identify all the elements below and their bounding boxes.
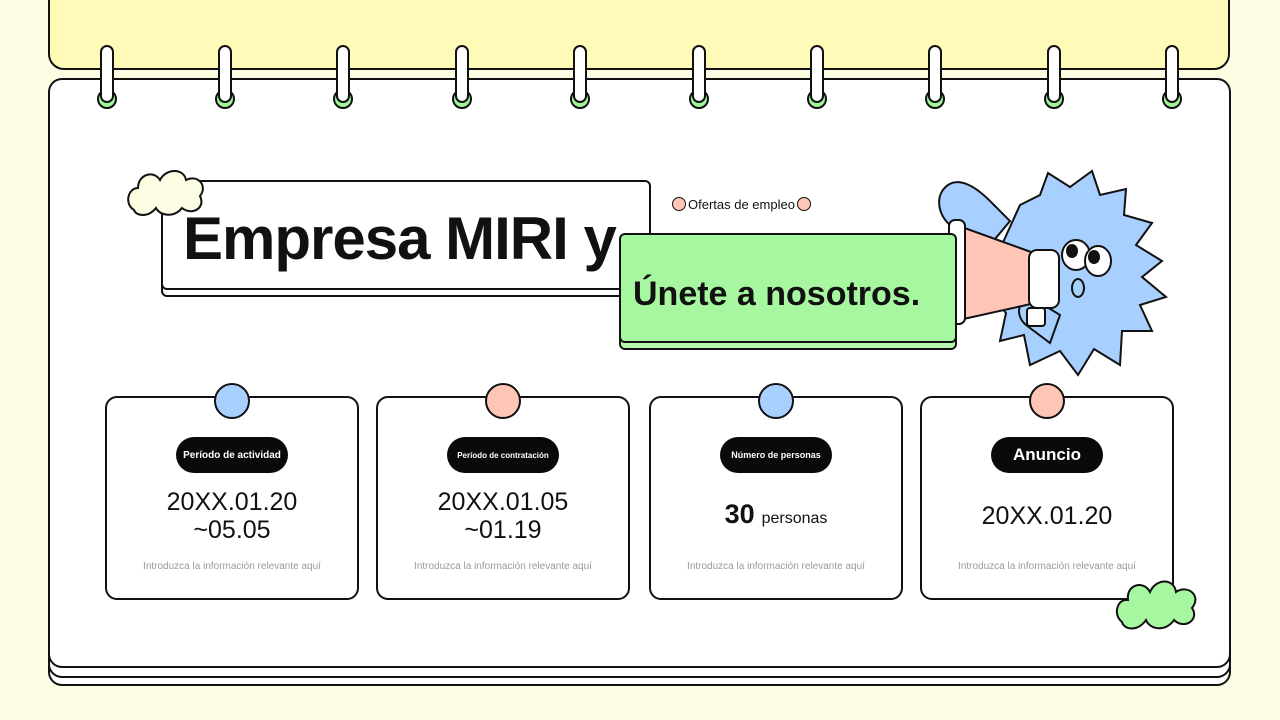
tag-label: Ofertas de empleo bbox=[688, 196, 795, 212]
info-card-announcement: Anuncio 20XX.01.20 Introduzca la informa… bbox=[920, 383, 1174, 600]
card-value-line1: 20XX.01.20 bbox=[981, 502, 1113, 530]
info-card-activity-period: Período de actividad 20XX.01.20 ~05.05 I… bbox=[105, 383, 359, 600]
card-headcount-value: 30 personas bbox=[651, 500, 901, 533]
card-note: Introduzca la información relevante aquí bbox=[414, 561, 592, 572]
binder-ring bbox=[1165, 45, 1179, 103]
card-pin bbox=[758, 383, 794, 419]
card-pin bbox=[1029, 383, 1065, 419]
card-value-line1: 20XX.01.05 bbox=[437, 488, 569, 516]
headcount-number: 30 bbox=[724, 499, 755, 529]
top-panel bbox=[48, 0, 1230, 70]
binder-ring bbox=[218, 45, 232, 103]
card-value-line2: ~01.19 bbox=[464, 516, 542, 544]
card-label: Anuncio bbox=[991, 437, 1103, 473]
info-card-headcount: Número de personas 30 personas Introduzc… bbox=[649, 383, 903, 600]
binder-ring bbox=[336, 45, 350, 103]
card-label: Período de actividad bbox=[176, 437, 288, 473]
job-offers-tag: Ofertas de empleo bbox=[672, 195, 811, 213]
megaphone-icon bbox=[948, 219, 1060, 327]
card-note: Introduzca la información relevante aquí bbox=[958, 561, 1136, 572]
card-label: Período de contratación bbox=[447, 437, 559, 473]
cloud-blob-icon bbox=[1115, 580, 1197, 630]
binder-ring bbox=[1047, 45, 1061, 103]
subtitle-box: Únete a nosotros. bbox=[619, 233, 957, 343]
page-title: Empresa MIRI y bbox=[183, 205, 617, 272]
cloud-blob-icon bbox=[127, 170, 204, 216]
binder-ring bbox=[928, 45, 942, 103]
card-note: Introduzca la información relevante aquí bbox=[143, 561, 321, 572]
binder-ring bbox=[100, 45, 114, 103]
binder-ring bbox=[455, 45, 469, 103]
binder-ring bbox=[692, 45, 706, 103]
card-note: Introduzca la información relevante aquí bbox=[687, 561, 865, 572]
card-pin bbox=[214, 383, 250, 419]
card-value-line2: ~05.05 bbox=[193, 516, 271, 544]
tag-dot-right bbox=[796, 197, 811, 211]
tag-dot-left bbox=[672, 197, 686, 211]
card-label: Número de personas bbox=[720, 437, 832, 473]
title-box: Empresa MIRI y bbox=[161, 180, 651, 290]
headcount-unit: personas bbox=[761, 510, 828, 527]
info-card-hiring-period: Período de contratación 20XX.01.05 ~01.1… bbox=[376, 383, 630, 600]
binder-ring bbox=[810, 45, 824, 103]
binder-ring bbox=[573, 45, 587, 103]
card-pin bbox=[485, 383, 521, 419]
page-subtitle: Únete a nosotros. bbox=[633, 275, 921, 313]
card-value-line1: 20XX.01.20 bbox=[166, 488, 298, 516]
